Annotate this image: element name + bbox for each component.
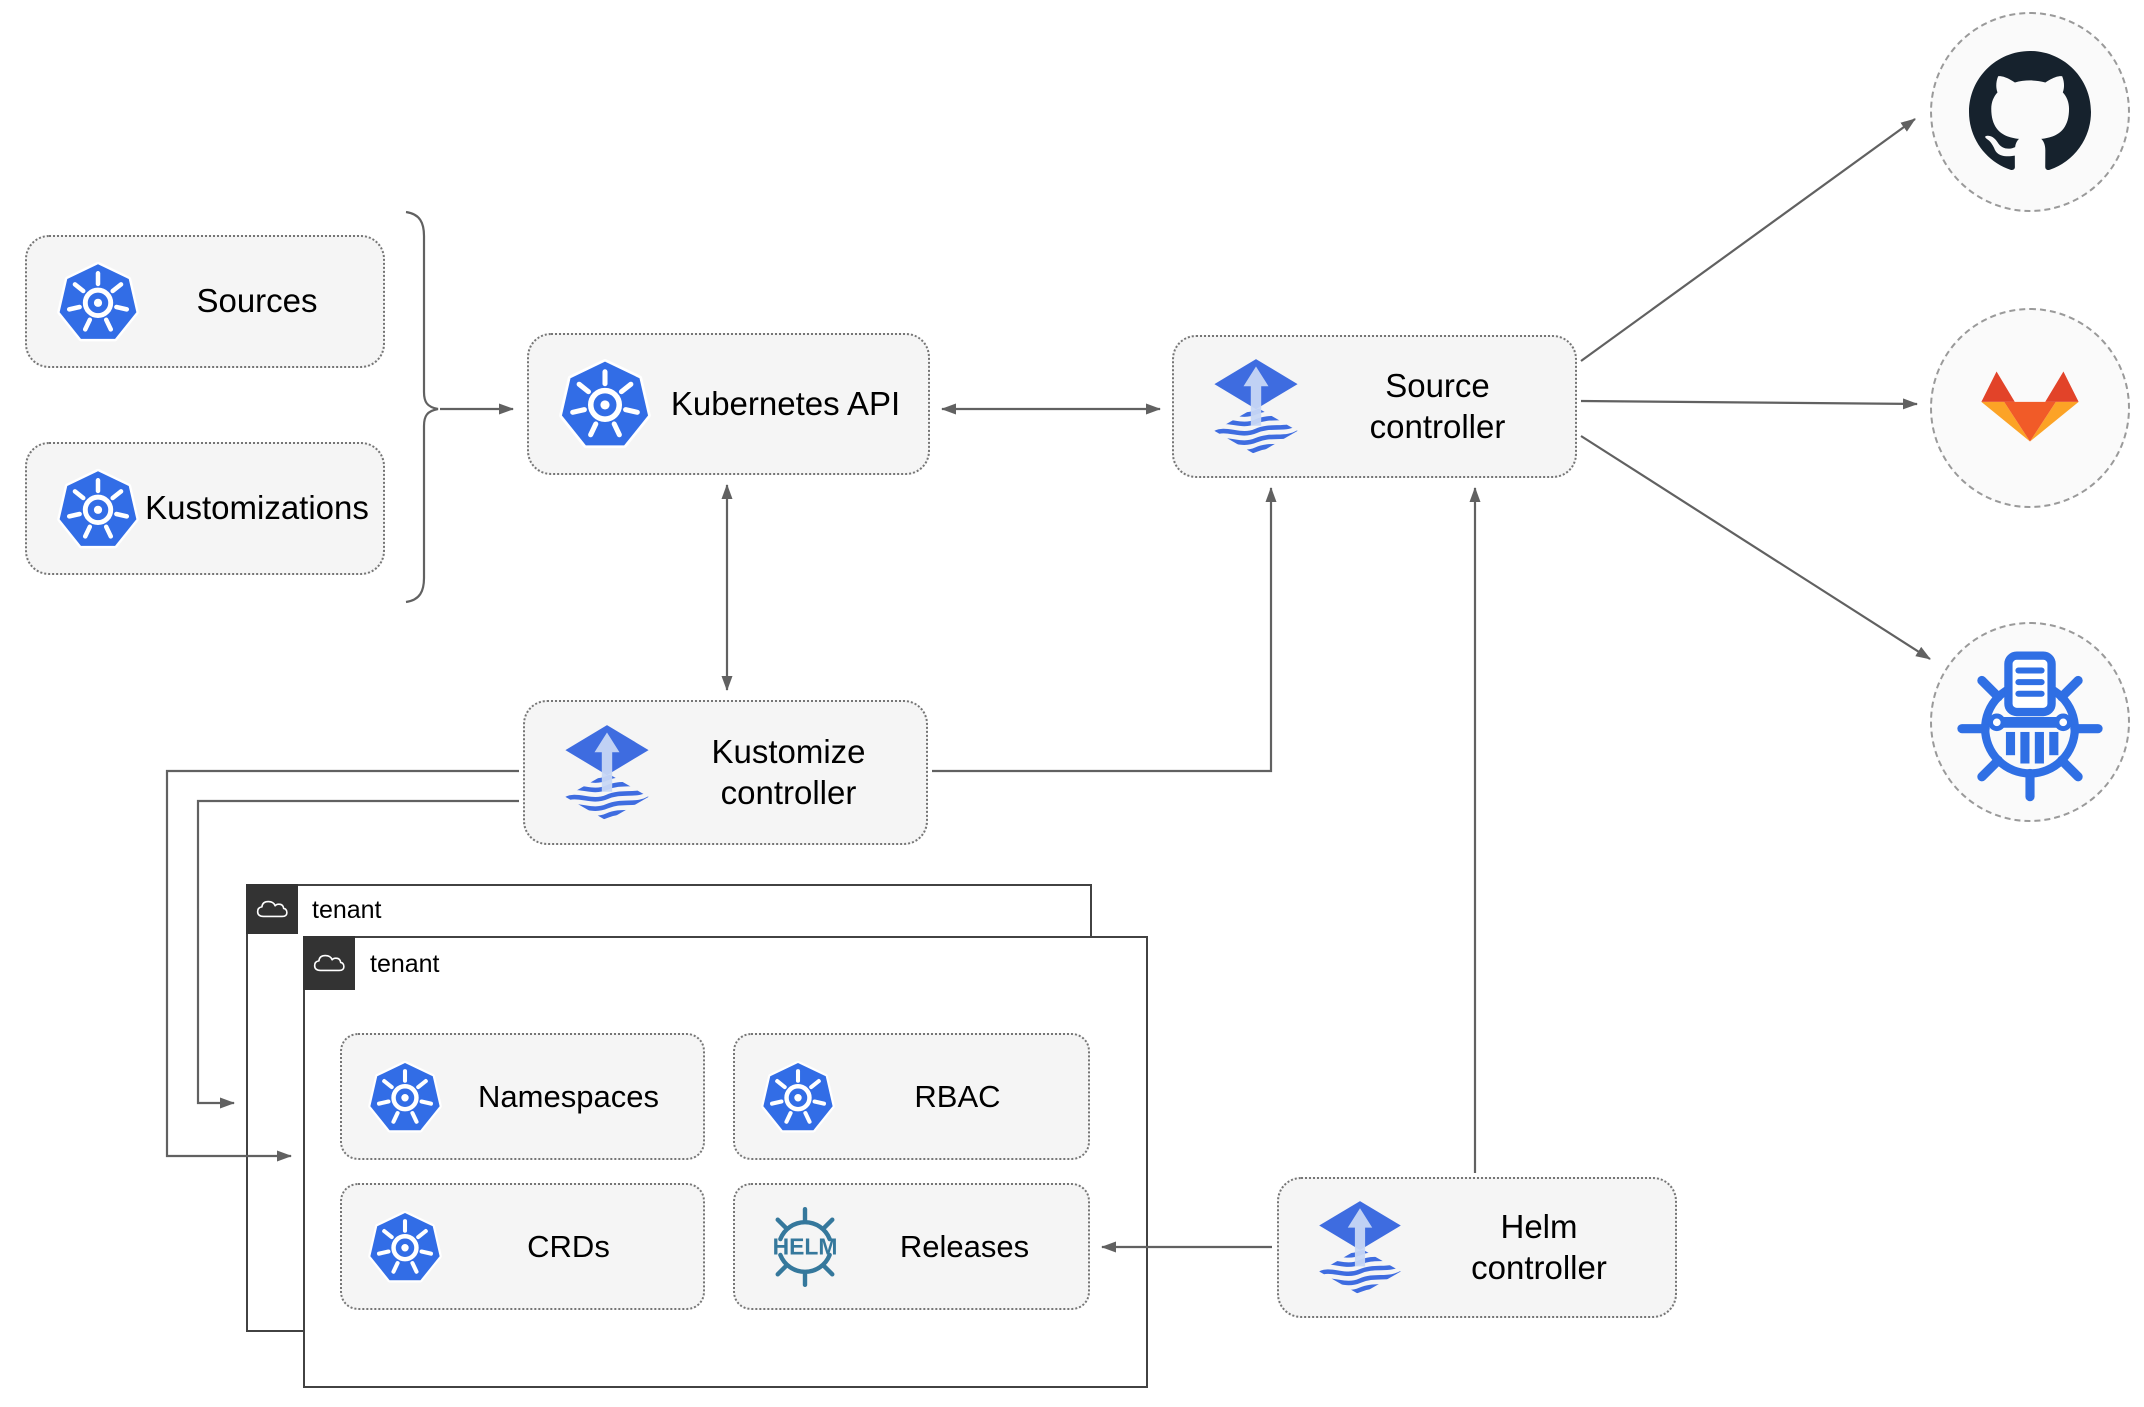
node-kustomize-controller: Kustomize controller	[523, 700, 928, 845]
node-kustomizations-label: Kustomizations	[145, 489, 369, 527]
kubernetes-icon	[368, 1060, 442, 1134]
edge-kustomize-to-source-controller	[932, 487, 1277, 773]
flux-icon	[1309, 1197, 1411, 1299]
flux-icon	[555, 721, 659, 825]
node-sources: Sources	[25, 235, 385, 368]
node-source-controller-label: Source controller	[1369, 367, 1506, 445]
node-crds: CRDs	[340, 1183, 705, 1310]
brace-sources-group	[405, 210, 439, 604]
edge-source-to-github	[1580, 118, 1916, 362]
node-source-controller: Source controller	[1172, 335, 1577, 478]
node-releases-label: Releases	[899, 1228, 1030, 1264]
kubernetes-icon	[57, 468, 139, 550]
helm-icon	[761, 1203, 849, 1291]
node-kustomizations: Kustomizations	[25, 442, 385, 575]
tenant-box-front	[303, 936, 1148, 1388]
node-namespaces-label: Namespaces	[478, 1078, 659, 1114]
edge-source-to-gitlab	[1580, 398, 1918, 410]
chartmuseum-registry-icon	[1947, 639, 2113, 805]
node-releases: Releases	[733, 1183, 1090, 1310]
flux-icon	[1204, 355, 1308, 459]
node-sources-label: Sources	[196, 282, 318, 320]
tenant-front-tab	[303, 936, 355, 990]
external-gitlab	[1930, 308, 2130, 508]
node-kubernetes-api-label: Kubernetes API	[670, 384, 901, 422]
github-octocat-icon	[1969, 51, 2091, 173]
node-namespaces: Namespaces	[340, 1033, 705, 1160]
kubernetes-icon	[761, 1060, 835, 1134]
node-kubernetes-api: Kubernetes API	[527, 333, 930, 475]
tenant-back-tab	[246, 884, 298, 934]
edge-source-to-chartmuseum	[1580, 435, 1931, 660]
node-helm-controller: Helm controller	[1277, 1177, 1677, 1318]
kubernetes-icon	[57, 261, 139, 343]
node-kustomize-controller-label: Kustomize controller	[711, 733, 866, 811]
external-github	[1930, 12, 2130, 212]
node-rbac-label: RBAC	[914, 1078, 1001, 1114]
kubernetes-icon	[368, 1210, 442, 1284]
gitlab-tanuki-icon	[1954, 332, 2106, 484]
kubernetes-icon	[559, 358, 651, 450]
cloud-icon	[255, 897, 289, 921]
node-crds-label: CRDs	[527, 1228, 610, 1264]
node-helm-controller-label: Helm controller	[1471, 1208, 1607, 1286]
tenant-front-label: tenant	[370, 950, 440, 978]
cloud-icon	[312, 951, 346, 975]
node-rbac: RBAC	[733, 1033, 1090, 1160]
external-chartmuseum	[1930, 622, 2130, 822]
tenant-back-label: tenant	[312, 896, 382, 924]
